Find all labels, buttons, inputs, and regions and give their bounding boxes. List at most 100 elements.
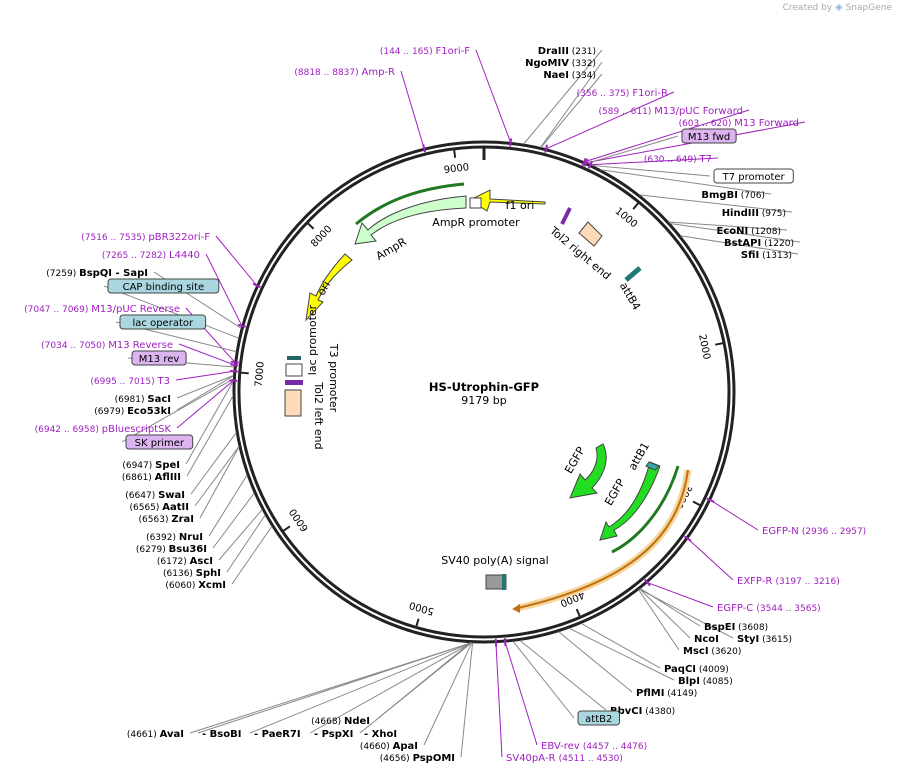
map-label[interactable]: BspEI (3608) <box>704 622 768 633</box>
map-label[interactable]: SfiI (1313) <box>741 250 792 261</box>
map-label[interactable]: M13 fwd <box>681 128 737 144</box>
map-label[interactable]: BstAPI (1220) <box>724 238 794 249</box>
site-position: (6136) <box>163 569 196 579</box>
map-label[interactable]: (7516 .. 7535) pBR322ori-F <box>81 232 261 289</box>
map-label[interactable]: BbvCI (4380) <box>610 706 675 717</box>
map-label[interactable]: (603 .. 620) M13 Forward <box>583 118 799 167</box>
map-label[interactable]: - BsoBI <box>202 729 241 740</box>
site-name: PflMI <box>636 688 664 699</box>
site-position: (7259) <box>46 269 79 279</box>
site-label: (6563) ZraI <box>139 514 194 525</box>
map-label[interactable]: EXFP-R (3197 .. 3216) <box>683 535 840 587</box>
feature-lac-promoter[interactable]: lac promoter <box>287 304 319 375</box>
map-label[interactable]: EBV-rev (4457 .. 4476) <box>503 638 647 752</box>
map-label[interactable]: (6861) AflIII <box>122 472 181 483</box>
feature-ori[interactable]: ori <box>305 253 353 322</box>
leader-line <box>190 432 237 495</box>
map-label[interactable]: (6565) AatII <box>129 502 189 513</box>
map-label[interactable]: StyI (3615) <box>737 634 792 645</box>
map-label[interactable]: HindIII (975) <box>722 208 786 219</box>
feature-tol2-left-end[interactable]: Tol2 left end <box>284 381 325 450</box>
map-label[interactable]: T7 promoter <box>713 168 794 184</box>
feature-attb4[interactable]: attB4 <box>617 266 643 312</box>
map-label[interactable]: (356 .. 375) F1ori-R <box>544 88 668 153</box>
site-position: (4149) <box>664 689 697 699</box>
map-label[interactable]: (7034 .. 7050) M13 Reverse <box>41 340 239 367</box>
map-label[interactable]: (6995 .. 7015) T3 <box>90 369 238 387</box>
leader-line <box>185 380 234 465</box>
map-label[interactable]: (7047 .. 7069) M13/pUC Reverse <box>24 304 239 364</box>
feature-tol2-right-end[interactable]: Tol2 right end <box>547 221 614 282</box>
map-label[interactable]: - PaeR7I <box>254 729 301 740</box>
feature-ampr-promoter[interactable]: AmpR promoter <box>432 197 520 229</box>
map-label[interactable]: DraIII (231) <box>538 46 596 57</box>
feature-egfp-a[interactable]: EGFP <box>562 443 607 499</box>
map-label[interactable]: (8818 .. 8837) Amp-R <box>294 67 427 153</box>
primer-marker <box>581 157 587 166</box>
primer-label: EBV-rev (4457 .. 4476) <box>541 741 647 752</box>
map-label[interactable]: (6060) XcmI <box>165 580 226 591</box>
map-label[interactable]: M13 rev <box>131 350 187 366</box>
map-label[interactable]: (144 .. 165) F1ori-F <box>380 46 512 147</box>
map-label[interactable]: (6392) NruI <box>146 532 203 543</box>
primer-name: F1ori-R <box>632 88 668 99</box>
label-sv40-polya: SV40 poly(A) signal <box>441 554 548 567</box>
primer-name: T3 <box>157 376 170 387</box>
map-label[interactable]: lac operator <box>119 314 207 330</box>
map-label[interactable]: (4660) ApaI <box>360 741 418 752</box>
map-label[interactable]: CAP binding site <box>107 278 220 294</box>
label-f1-ori: f1 ori <box>506 199 535 212</box>
map-label[interactable]: (6172) AscI <box>157 556 213 567</box>
map-label[interactable]: (7265 .. 7282) L4440 <box>102 250 247 328</box>
map-label[interactable]: - PspXI <box>314 729 353 740</box>
map-label[interactable]: EcoNI (1208) <box>716 226 781 237</box>
ruler-tick-label: 1000 <box>613 206 640 231</box>
leader-line <box>680 235 799 255</box>
map-label[interactable]: EGFP-C (3544 .. 3565) <box>644 578 821 614</box>
map-label[interactable]: EGFP-N (2936 .. 2957) <box>706 497 866 537</box>
map-label[interactable]: BlpI (4085) <box>678 676 733 687</box>
map-label[interactable]: (6563) ZraI <box>139 514 194 525</box>
map-label[interactable]: (589 .. 611) M13/pUC Forward <box>581 106 743 166</box>
map-label[interactable]: (4661) AvaI <box>127 729 184 740</box>
map-label[interactable]: (6979) Eco53kI <box>94 406 171 417</box>
map-label[interactable]: (7259) BspQI - SapI <box>46 268 148 279</box>
map-label[interactable]: (6981) SacI <box>115 394 171 405</box>
primer-marker <box>544 144 549 153</box>
map-label[interactable]: PflMI (4149) <box>636 688 697 699</box>
primer-range: (6942 .. 6958) <box>35 425 102 435</box>
map-label[interactable]: BmgBI (706) <box>701 190 765 201</box>
ruler-tick <box>307 222 315 230</box>
feature-ampr[interactable]: AmpR <box>354 195 467 263</box>
feature-egfp-b[interactable]: EGFP <box>599 461 661 541</box>
map-label[interactable]: PaqCI (4009) <box>664 664 729 675</box>
map-label[interactable]: (630 .. 649) T7 <box>587 154 712 169</box>
site-position: (4668) <box>311 717 344 727</box>
primer-name: EGFP-N <box>762 526 802 537</box>
leader-line <box>460 642 474 758</box>
site-label: (6565) AatII <box>129 502 189 513</box>
leader-line <box>249 642 472 734</box>
map-label[interactable]: SK primer <box>125 434 194 450</box>
map-label[interactable]: (4656) PspOMI <box>380 753 455 764</box>
leader-line <box>519 640 607 711</box>
map-label[interactable]: (6647) SwaI <box>125 490 185 501</box>
map-label[interactable]: (6279) Bsu36I <box>136 544 207 555</box>
map-label[interactable]: (6942 .. 6958) pBluescriptSK <box>35 379 238 435</box>
feature-attb1[interactable]: attB1 <box>626 440 660 472</box>
map-label[interactable]: - XhoI <box>364 729 397 740</box>
map-label[interactable]: NgoMIV (332) <box>525 58 596 69</box>
map-label[interactable]: NaeI (334) <box>543 70 596 81</box>
feature-sv40-polya[interactable]: SV40 poly(A) signal <box>441 554 549 590</box>
feature-f1-ori[interactable]: f1 ori <box>468 189 546 212</box>
map-label[interactable]: (4668) NdeI <box>311 716 370 727</box>
feature-t3-promoter[interactable]: T3 promoter <box>285 343 340 413</box>
map-label[interactable]: MscI (3620) <box>683 646 741 657</box>
primer-name: EXFP-R <box>737 576 775 587</box>
map-label[interactable]: attB2 <box>577 710 620 726</box>
map-label[interactable]: (6136) SphI <box>163 568 221 579</box>
map-label[interactable]: NcoI <box>694 634 719 645</box>
primer-marker <box>422 144 427 153</box>
map-label[interactable]: SV40pA-R (4511 .. 4530) <box>494 638 623 764</box>
map-label[interactable]: (6947) SpeI <box>122 460 180 471</box>
